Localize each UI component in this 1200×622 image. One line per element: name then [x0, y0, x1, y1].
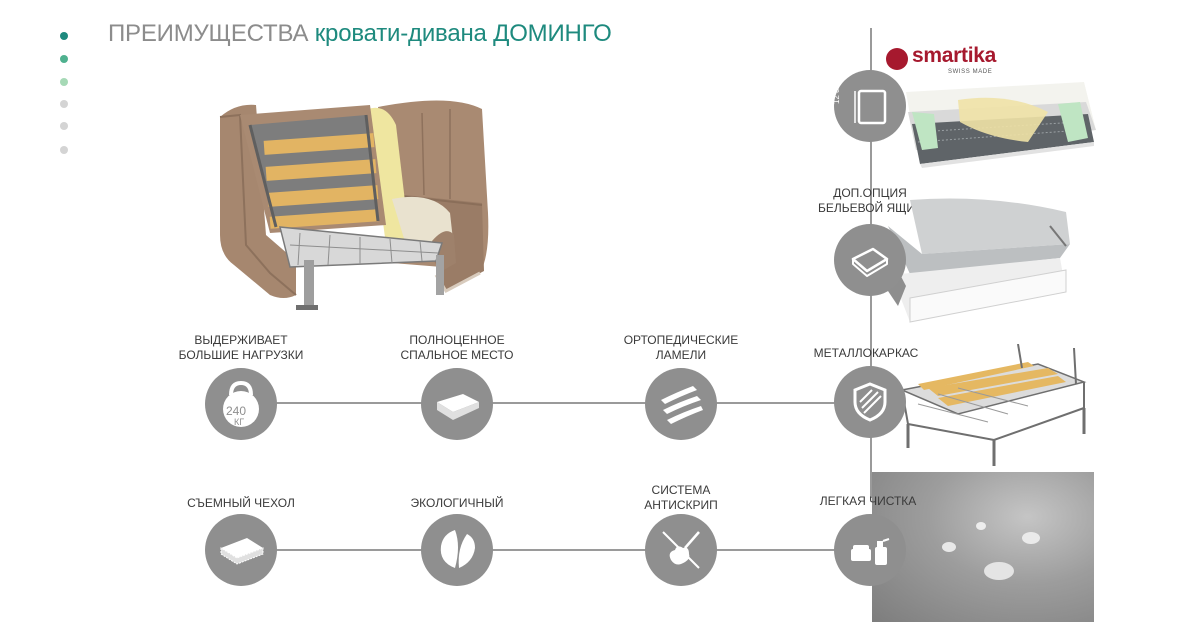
load-capacity-unit: КГ — [234, 417, 245, 427]
crossed-violin-icon — [662, 531, 700, 569]
title-product: кровати-дивана ДОМИНГО — [314, 20, 612, 47]
mattress-thickness-icon — [854, 89, 887, 125]
load-capacity-line2: БОЛЬШИЕ НАГРУЗКИ — [178, 348, 304, 362]
full-sleeping-place-label: ПОЛНОЦЕННОЕ СПАЛЬНОЕ МЕСТО — [400, 333, 513, 363]
metal-frame-circle — [834, 366, 906, 438]
pager-dot-4[interactable] — [60, 100, 68, 108]
orthopedic-slats-circle — [645, 368, 717, 440]
anti-squeak-line1: СИСТЕМА — [651, 483, 711, 497]
load-capacity-label: ВЫДЕРЖИВАЕТ БОЛЬШИЕ НАГРУЗКИ — [179, 333, 304, 363]
storage-box-icon — [851, 247, 889, 277]
fabric-water-photo — [872, 472, 1094, 622]
shield-icon — [853, 382, 887, 422]
water-drop — [1022, 532, 1040, 544]
storage-option-line1: ДОП.ОПЦИЯ — [833, 186, 907, 200]
load-capacity-line1: ВЫДЕРЖИВАЕТ — [194, 333, 288, 347]
metal-frame-photo — [899, 344, 1087, 466]
removable-cover-label: СЪЕМНЫЙ ЧЕХОЛ — [187, 496, 295, 510]
anti-squeak-line2: АНТИСКРИП — [644, 498, 718, 512]
orthopedic-slats-line2: ЛАМЕЛИ — [655, 348, 707, 362]
title-main: ПРЕИМУЩЕСТВА — [108, 20, 309, 47]
storage-box-photo — [878, 198, 1070, 323]
bed-icon — [437, 394, 479, 420]
full-sleeping-place-line2: СПАЛЬНОЕ МЕСТО — [400, 348, 514, 362]
water-drop — [984, 562, 1014, 580]
anti-squeak-circle — [645, 514, 717, 586]
mattress-cover-icon — [220, 538, 264, 565]
smartika-logo-icon — [886, 48, 908, 70]
pager-dot-2[interactable] — [60, 55, 68, 63]
water-drop — [976, 522, 986, 530]
full-sleeping-place-circle — [421, 368, 493, 440]
storage-option-line2: БЕЛЬЕВОЙ ЯЩИК — [817, 201, 923, 215]
leaf-icon — [440, 530, 475, 568]
removable-cover-circle — [205, 514, 277, 586]
slats-icon — [661, 386, 703, 424]
mattress-photo — [906, 82, 1096, 168]
mattress-thickness-value: 12 см — [832, 83, 841, 104]
sofa-bed-illustration — [219, 100, 489, 310]
smartika-logo: smartika SWISS MADE — [886, 44, 1006, 78]
anti-squeak-label: СИСТЕМА АНТИСКРИП — [644, 483, 718, 513]
orthopedic-slats-line1: ОРТОПЕДИЧЕСКИЕ — [623, 333, 739, 347]
pager-dot-6[interactable] — [60, 146, 68, 154]
smartika-logo-text: smartika — [912, 44, 996, 67]
pager-dot-5[interactable] — [60, 122, 68, 130]
connector-row-1 — [242, 402, 872, 404]
eco-friendly-label: ЭКОЛОГИЧНЫЙ — [410, 496, 504, 510]
eco-friendly-circle — [421, 514, 493, 586]
storage-option-label: ДОП.ОПЦИЯ БЕЛЬЕВОЙ ЯЩИК — [818, 186, 922, 216]
cleaning-spray-icon — [851, 538, 890, 565]
storage-box-circle — [834, 224, 906, 296]
full-sleeping-place-line1: ПОЛНОЦЕННОЕ — [409, 333, 505, 347]
easy-cleaning-circle — [834, 514, 906, 586]
connector-row-2 — [242, 549, 872, 551]
page-title: ПРЕИМУЩЕСТВА кровати-дивана ДОМИНГО — [108, 20, 612, 48]
metal-frame-label: МЕТАЛЛОКАРКАС — [813, 346, 919, 360]
mattress-thickness-circle — [834, 70, 906, 142]
pager-dot-3[interactable] — [60, 78, 68, 86]
smartika-logo-tagline: SWISS MADE — [948, 69, 993, 75]
pager-dot-1[interactable] — [60, 32, 68, 40]
easy-cleaning-label: ЛЕГКАЯ ЧИСТКА — [819, 494, 917, 508]
load-capacity-circle — [205, 368, 277, 440]
kettlebell-icon — [223, 380, 259, 427]
load-capacity-value: 240 — [226, 404, 247, 418]
water-drop — [942, 542, 956, 552]
orthopedic-slats-label: ОРТОПЕДИЧЕСКИЕ ЛАМЕЛИ — [624, 333, 739, 363]
